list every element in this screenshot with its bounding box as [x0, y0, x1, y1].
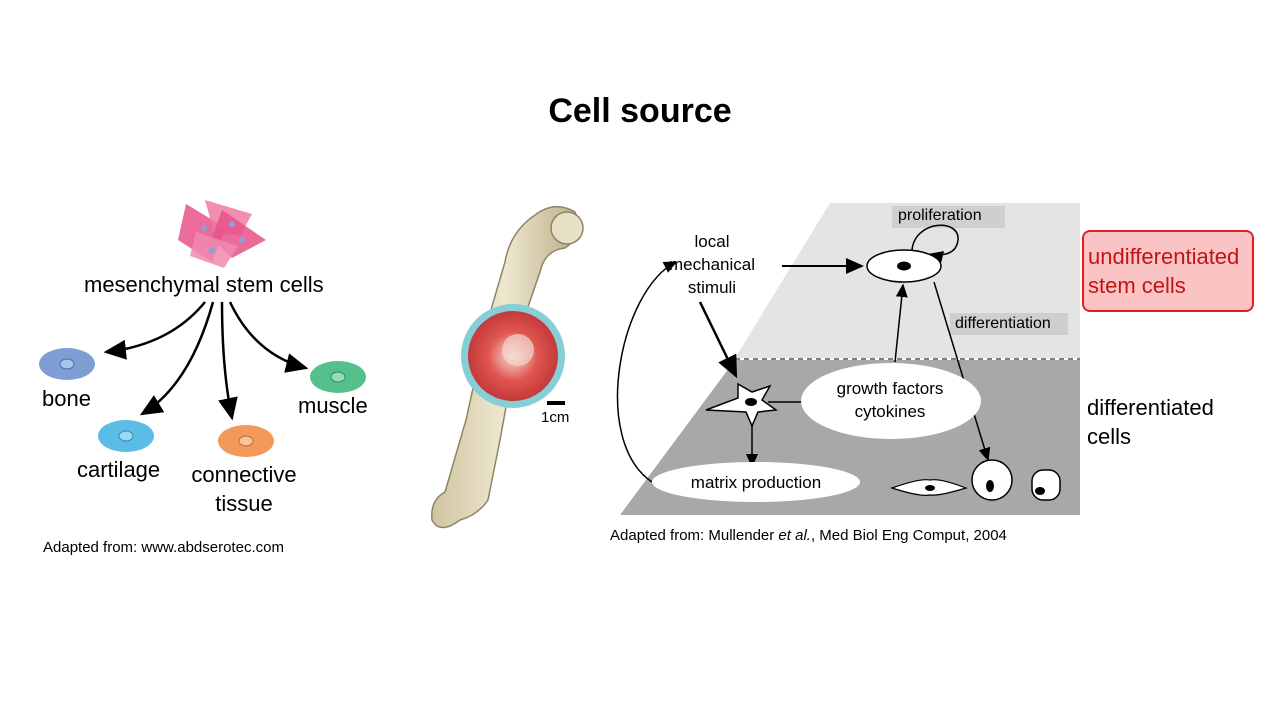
diff-line-1: differentiated	[1087, 395, 1214, 420]
cartilage-cell-icon	[98, 420, 154, 452]
growth-line-2: cytokines	[854, 402, 926, 421]
matrix-production-label: matrix production	[690, 473, 822, 492]
process-arrows	[616, 258, 991, 483]
differentiation-arrows	[103, 301, 309, 421]
proliferation-label: proliferation	[898, 207, 982, 224]
connective-label-line-1: connective	[191, 462, 297, 487]
bone-cross-section-image	[461, 304, 565, 408]
diff-line-2: cells	[1087, 424, 1132, 449]
osteocyte-cell-icon	[705, 382, 779, 428]
chondrocyte-cell-icon	[971, 459, 1013, 501]
page-title: Cell source	[548, 92, 732, 130]
growth-factors-ellipse	[801, 363, 981, 439]
citation-italic: et al.	[778, 527, 811, 544]
connective-tissue-cell-icon	[218, 425, 274, 457]
bone-cell-icon	[39, 348, 95, 380]
muscle-label: muscle	[298, 393, 368, 418]
scale-bar	[547, 401, 565, 405]
fibroblast-cell-icon	[890, 479, 968, 496]
undifferentiated-highlight-box: undifferentiated stem cells	[1082, 230, 1254, 312]
connective-tissue-label: connective tissue	[184, 460, 304, 518]
differentiation-label-bg	[950, 313, 1068, 335]
cartilage-label: cartilage	[77, 457, 161, 482]
growth-line-1: growth factors	[836, 379, 944, 398]
differentiated-cells-label: differentiated cells	[1087, 393, 1214, 451]
citation-suffix: , Med Biol Eng Comput, 2004	[810, 527, 1007, 544]
stimuli-line-3: stimuli	[687, 278, 737, 297]
bone-label: bone	[42, 386, 91, 411]
adipocyte-cell-icon	[1031, 469, 1061, 501]
proliferation-label-bg	[892, 206, 1005, 228]
undiff-line-1: undifferentiated	[1088, 244, 1240, 269]
stimuli-line-2: mechanical	[669, 255, 755, 274]
right-citation: Adapted from: Mullender et al., Med Biol…	[610, 527, 1007, 544]
stimuli-line-1: local	[694, 232, 730, 251]
citation-prefix: Adapted from: Mullender	[610, 527, 779, 544]
matrix-production-ellipse	[652, 462, 860, 502]
mechanical-stimuli-label: local mechanical stimuli	[664, 230, 760, 299]
differentiation-label: differentiation	[955, 315, 1051, 332]
muscle-cell-icon	[310, 361, 366, 393]
stem-cell-icon	[866, 249, 942, 283]
stem-cell-cluster-icon	[178, 200, 266, 268]
growth-factors-label: growth factors cytokines	[811, 377, 969, 423]
scale-label: 1cm	[541, 409, 570, 426]
left-citation: Adapted from: www.abdserotec.com	[43, 539, 284, 556]
undiff-line-2: stem cells	[1088, 273, 1186, 298]
connective-label-line-2: tissue	[215, 491, 273, 516]
stem-cells-label: mesenchymal stem cells	[84, 272, 324, 297]
proliferation-loop-arrow	[911, 224, 959, 263]
